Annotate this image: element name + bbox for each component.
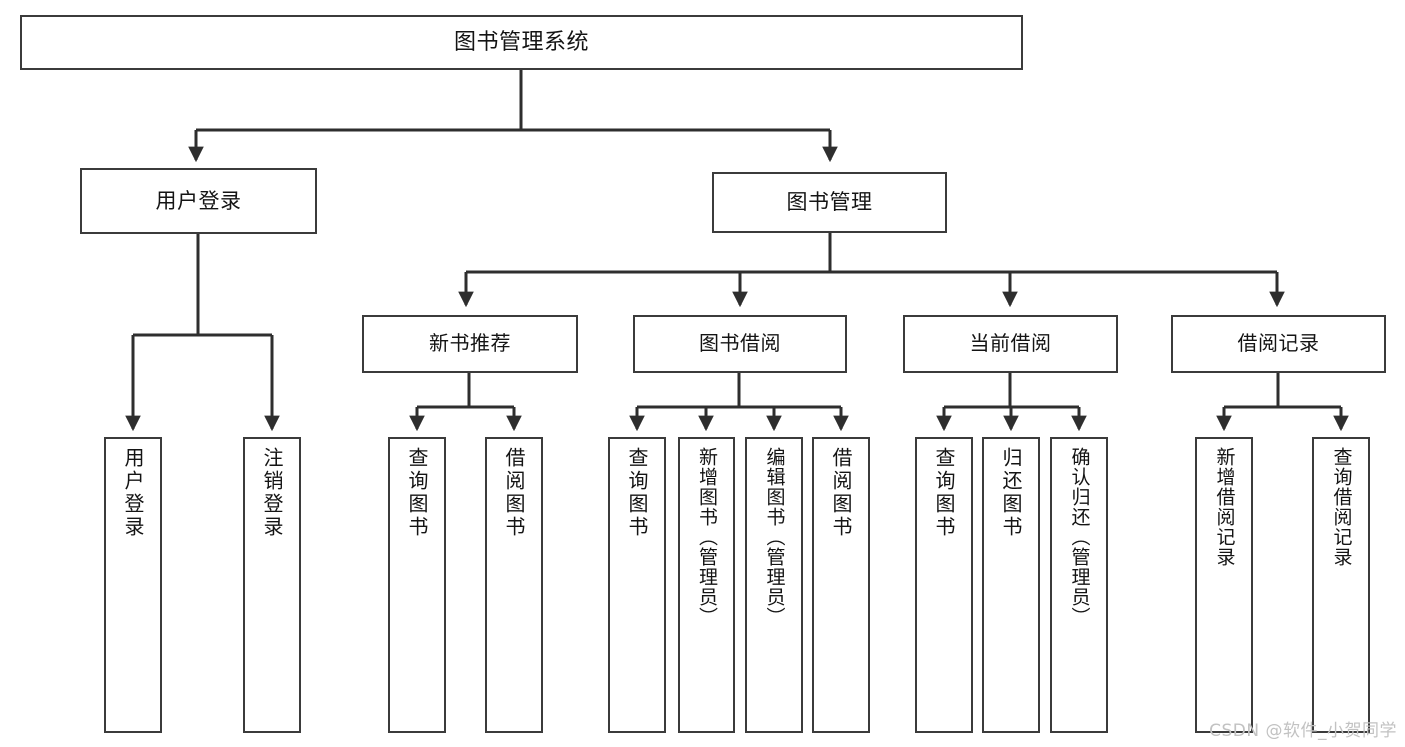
- node-label: 当前借阅: [969, 331, 1052, 356]
- node-current-borrowing[interactable]: 当前借阅: [903, 315, 1118, 373]
- node-borrowing-records[interactable]: 借阅记录: [1171, 315, 1386, 373]
- node-new-book-recommendation[interactable]: 新书推荐: [362, 315, 578, 373]
- leaf-new-book-borrow-books[interactable]: 借阅图书: [485, 437, 543, 733]
- leaf-borrow-edit-book-admin[interactable]: 编辑图书（管理员）: [745, 437, 803, 733]
- node-label: 新书推荐: [429, 331, 511, 356]
- node-label: 查询图书: [405, 447, 429, 539]
- node-label: 图书管理: [786, 190, 873, 215]
- node-label: 新增借阅记录: [1213, 447, 1236, 567]
- node-label: 查询图书: [932, 447, 956, 539]
- leaf-user-login-logout[interactable]: 注销登录: [243, 437, 301, 733]
- node-book-management[interactable]: 图书管理: [712, 172, 947, 233]
- node-label: 用户登录: [121, 447, 145, 539]
- node-book-borrowing[interactable]: 图书借阅: [633, 315, 847, 373]
- node-label: 查询图书: [625, 447, 649, 539]
- node-label: 归还图书: [999, 447, 1023, 539]
- leaf-record-query-borrow-record[interactable]: 查询借阅记录: [1312, 437, 1370, 733]
- node-label: 图书管理系统: [453, 29, 589, 55]
- node-label: 查询借阅记录: [1330, 447, 1353, 567]
- node-root-book-management-system[interactable]: 图书管理系统: [20, 15, 1023, 70]
- node-label: 借阅图书: [829, 447, 853, 539]
- leaf-borrow-query-books[interactable]: 查询图书: [608, 437, 666, 733]
- node-label: 图书借阅: [699, 331, 781, 356]
- leaf-new-book-query-books[interactable]: 查询图书: [388, 437, 446, 733]
- node-label: 新增图书（管理员）: [696, 447, 718, 627]
- leaf-borrow-borrow-books[interactable]: 借阅图书: [812, 437, 870, 733]
- node-label: 注销登录: [260, 447, 284, 539]
- leaf-current-return-books[interactable]: 归还图书: [982, 437, 1040, 733]
- node-label: 借阅图书: [502, 447, 526, 539]
- node-label: 用户登录: [155, 188, 242, 213]
- node-label: 编辑图书（管理员）: [763, 447, 786, 627]
- node-label: 借阅记录: [1237, 331, 1320, 356]
- node-label: 确认归还（管理员）: [1068, 447, 1091, 627]
- leaf-current-query-books[interactable]: 查询图书: [915, 437, 973, 733]
- csdn-watermark: CSDN @软件_小贺同学: [1209, 721, 1397, 741]
- leaf-user-login-login[interactable]: 用户登录: [104, 437, 162, 733]
- leaf-current-confirm-return-admin[interactable]: 确认归还（管理员）: [1050, 437, 1108, 733]
- node-user-login[interactable]: 用户登录: [80, 168, 317, 234]
- leaf-record-add-borrow-record[interactable]: 新增借阅记录: [1195, 437, 1253, 733]
- leaf-borrow-add-book-admin[interactable]: 新增图书（管理员）: [678, 437, 735, 733]
